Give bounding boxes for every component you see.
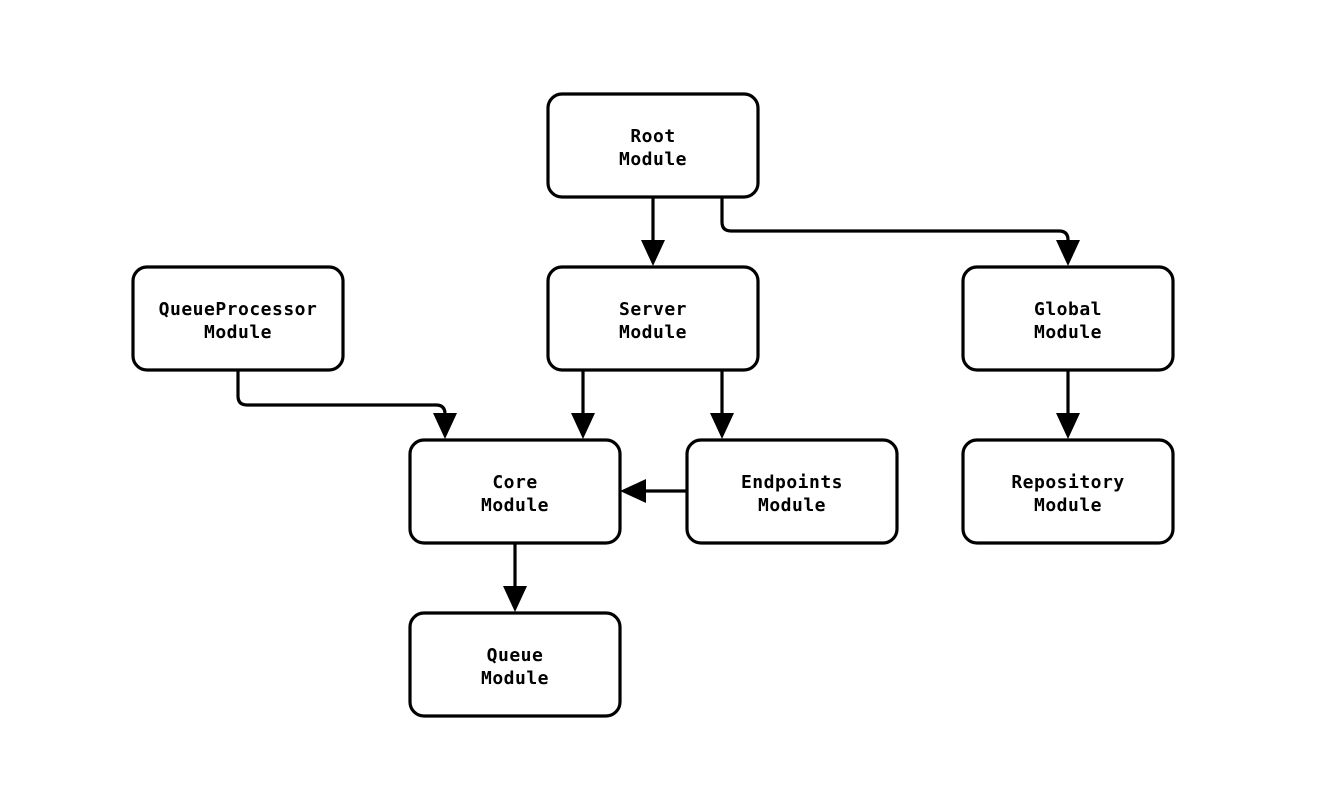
node-repository[interactable]: Repository Module	[961, 438, 1175, 545]
node-server-label-line2: Module	[619, 322, 687, 343]
node-repository-label-line2: Module	[1034, 495, 1102, 516]
node-endpoints-label-line2: Module	[758, 495, 826, 516]
node-queueprocessor-label-line1: QueueProcessor	[159, 299, 318, 320]
edge-root-server	[641, 197, 665, 266]
node-server-label-line1: Server	[619, 299, 687, 320]
edge-server-endpoints	[710, 370, 734, 439]
node-queue-label-line1: Queue	[487, 645, 544, 666]
edge-server-core-arrowhead	[571, 413, 595, 439]
edge-endpoints-core	[620, 479, 687, 503]
edge-global-repository-arrowhead	[1056, 413, 1080, 439]
node-global-box[interactable]	[961, 265, 1175, 372]
edge-server-core	[571, 370, 595, 439]
node-core-label-line1: Core	[492, 472, 537, 493]
node-global-label-line2: Module	[1034, 322, 1102, 343]
node-core[interactable]: Core Module	[408, 438, 622, 545]
node-global[interactable]: Global Module	[961, 265, 1175, 372]
edge-root-global-line	[720, 197, 1070, 252]
node-core-box[interactable]	[408, 438, 622, 545]
node-repository-box[interactable]	[961, 438, 1175, 545]
node-queue-box[interactable]	[408, 611, 622, 718]
edge-queueprocessor-core-line	[236, 370, 447, 425]
node-queue[interactable]: Queue Module	[408, 611, 622, 718]
node-root[interactable]: Root Module	[546, 92, 760, 199]
edge-root-global-arrowhead	[1056, 240, 1080, 266]
edge-endpoints-core-arrowhead	[620, 479, 646, 503]
node-server-box[interactable]	[546, 265, 760, 372]
node-root-box[interactable]	[546, 92, 760, 199]
node-server[interactable]: Server Module	[546, 265, 760, 372]
edge-server-endpoints-arrowhead	[710, 413, 734, 439]
edge-queueprocessor-core	[236, 370, 457, 439]
edge-core-queue-arrowhead	[503, 586, 527, 612]
node-queue-label-line2: Module	[481, 668, 549, 689]
edge-root-server-arrowhead	[641, 240, 665, 266]
node-endpoints-box[interactable]	[685, 438, 899, 545]
node-core-label-line2: Module	[481, 495, 549, 516]
node-global-label-line1: Global	[1034, 299, 1102, 320]
edge-global-repository	[1056, 370, 1080, 439]
edge-core-queue	[503, 543, 527, 612]
node-root-label-line2: Module	[619, 149, 687, 170]
node-queueprocessor-box[interactable]	[131, 265, 345, 372]
node-endpoints-label-line1: Endpoints	[741, 472, 843, 493]
node-repository-label-line1: Repository	[1011, 472, 1124, 493]
node-endpoints[interactable]: Endpoints Module	[685, 438, 899, 545]
node-queueprocessor-label-line2: Module	[204, 322, 272, 343]
edge-queueprocessor-core-arrowhead	[433, 413, 457, 439]
node-queueprocessor[interactable]: QueueProcessor Module	[131, 265, 345, 372]
edge-root-global	[720, 197, 1080, 266]
node-root-label-line1: Root	[630, 126, 675, 147]
